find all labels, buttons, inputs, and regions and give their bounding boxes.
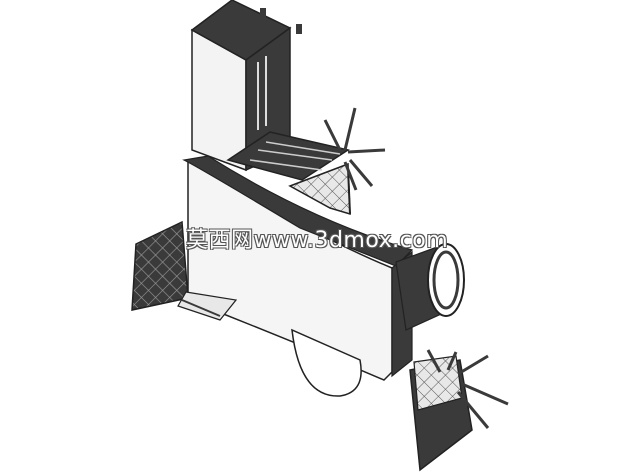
round-disc <box>291 328 362 397</box>
cylinder-end <box>395 243 465 331</box>
watermark-text: 莫西网www.3dmox.com <box>186 228 449 253</box>
left-quilted-panel <box>131 220 238 321</box>
shelf-tray <box>226 131 351 216</box>
lower-chair <box>409 349 509 472</box>
chair-frame-upper <box>323 107 386 191</box>
